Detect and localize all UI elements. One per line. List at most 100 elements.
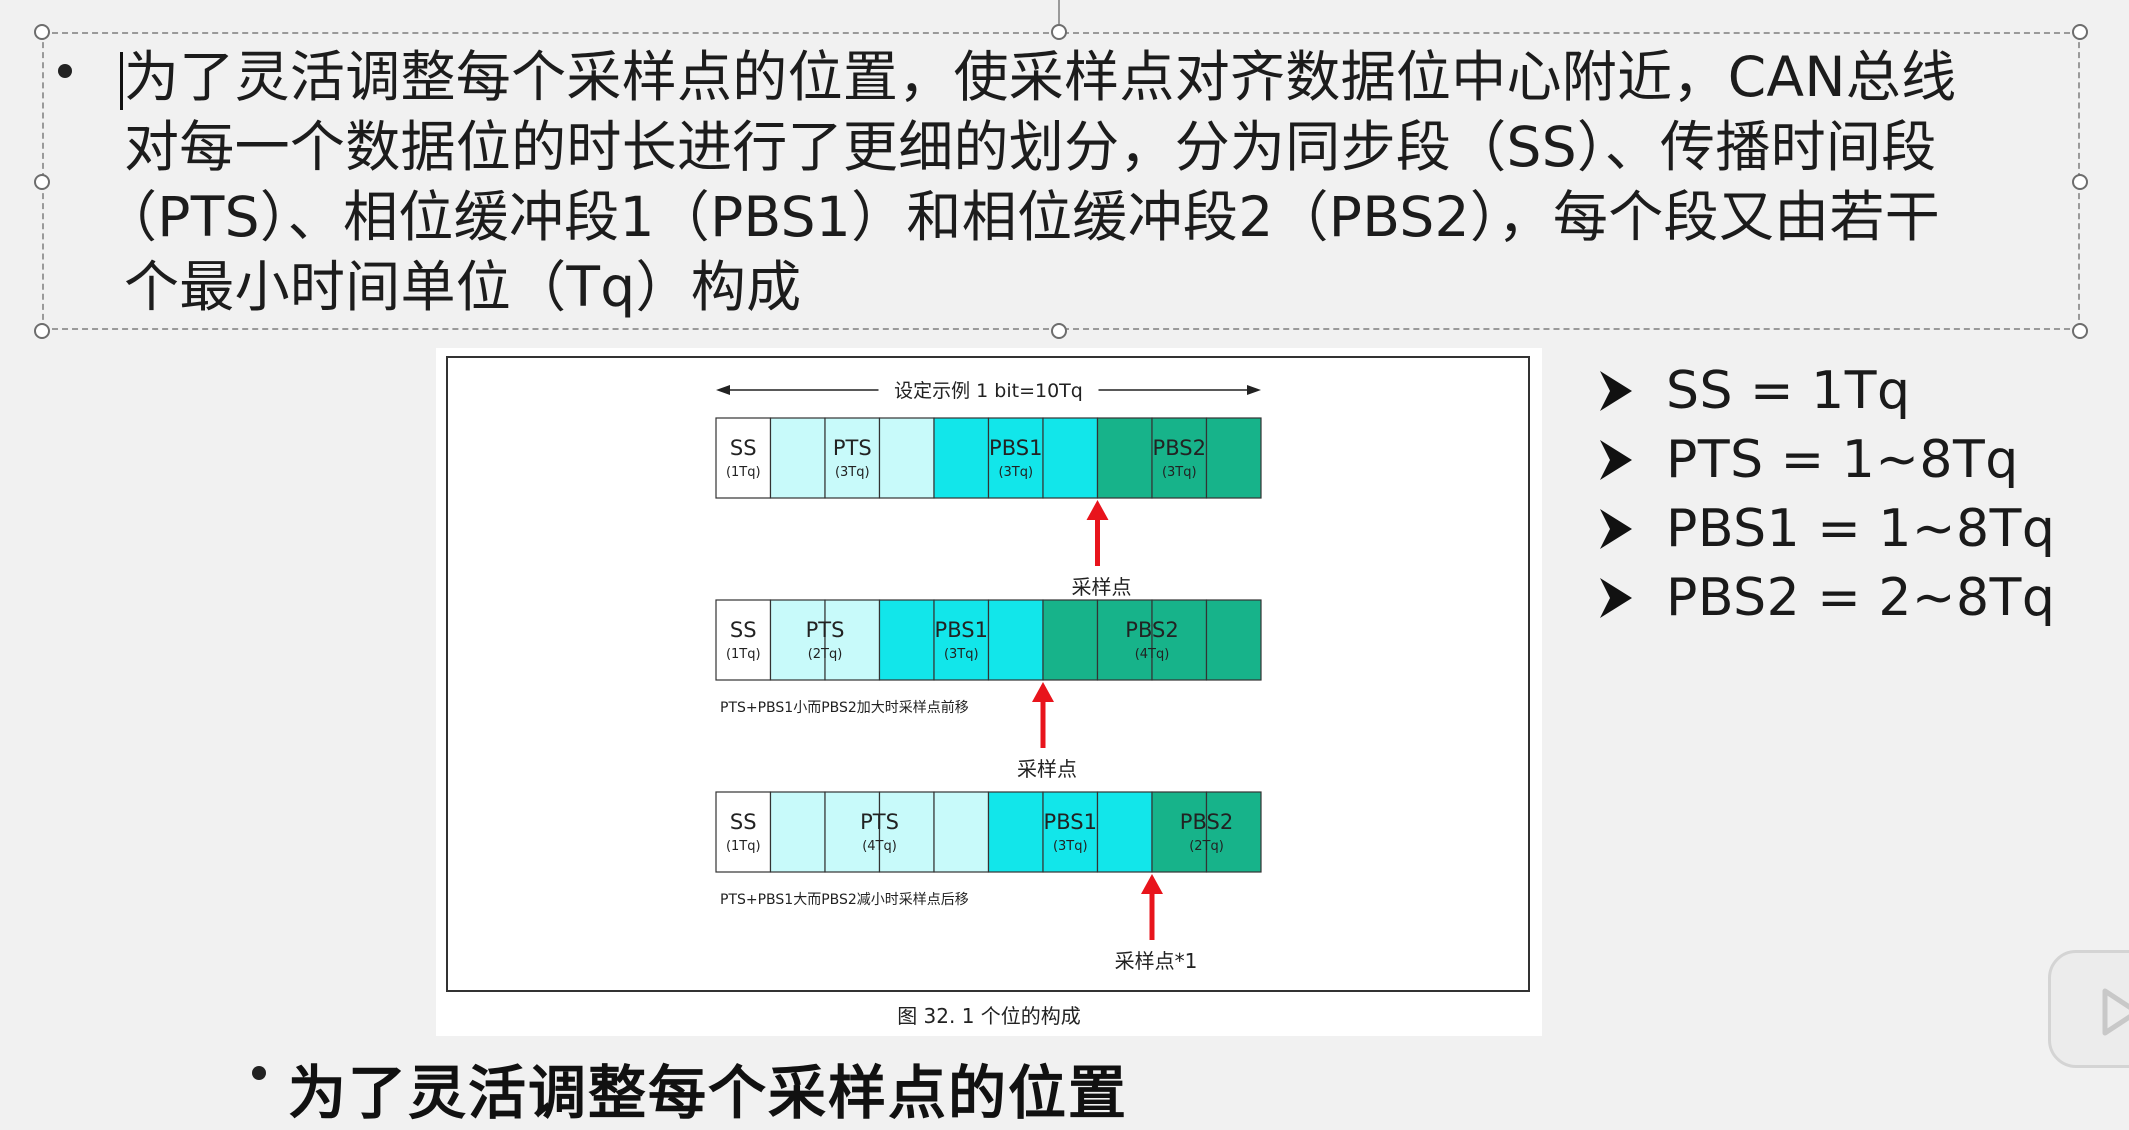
rotation-connector [1058, 0, 1060, 24]
tq-cell [1042, 791, 1099, 873]
resize-handle-middle-left[interactable] [34, 174, 50, 190]
resize-handle-middle-right[interactable] [2072, 174, 2088, 190]
segment-label: PBS1 [935, 618, 988, 642]
tq-cell [1151, 791, 1208, 873]
param-item: SS = 1Tq [1598, 356, 2055, 425]
sample-point-label: 采样点 [1072, 575, 1132, 599]
sample-arrow-icon [1032, 682, 1054, 702]
header-label-bg [878, 376, 1099, 404]
sample-arrow-shaft [1040, 696, 1046, 748]
segment-duration: (3Tq) [1053, 839, 1088, 854]
segment-duration: (4Tq) [862, 839, 897, 854]
sample-point-label: 采样点*1 [1115, 949, 1198, 973]
resize-handle-bottom-left[interactable] [34, 323, 50, 339]
param-text: SS = 1Tq [1666, 360, 1911, 421]
resize-handle-bottom-right[interactable] [2072, 323, 2088, 339]
tq-cell [878, 791, 935, 873]
segment-label: SS [730, 618, 757, 642]
sample-arrow-shaft [1095, 514, 1100, 566]
video-play-button[interactable] [2048, 950, 2129, 1068]
segment-label: PTS [806, 618, 845, 642]
tq-cell [1151, 599, 1208, 681]
segment-duration: (3Tq) [998, 465, 1033, 480]
tq-cell [1042, 599, 1099, 681]
row-note: PTS+PBS1大而PBS2减小时采样点后移 [720, 892, 969, 908]
tq-cell [715, 791, 772, 873]
tq-cell [1205, 599, 1262, 681]
param-text: PBS2 = 2~8Tq [1666, 567, 2056, 628]
param-item: PBS1 = 1~8Tq [1598, 494, 2055, 563]
arrow-bullet-icon [1600, 577, 1632, 618]
resize-handle-bottom-center[interactable] [1051, 323, 1067, 339]
tq-cell [987, 791, 1044, 873]
play-icon [2102, 988, 2129, 1036]
arrowhead-left-icon [716, 385, 730, 395]
segment-label: PTS [860, 810, 899, 834]
tq-cell [715, 599, 772, 681]
row-note: PTS+PBS1小而PBS2加大时采样点前移 [720, 699, 969, 716]
paragraph-line: （PTS）、相位缓冲段1（PBS1）和相位缓冲段2（PBS2），每个段又由若干 [102, 185, 1941, 249]
text-caret [120, 52, 123, 110]
resize-handle-top-center[interactable] [1051, 24, 1067, 40]
tq-cell [933, 599, 990, 681]
sample-arrow-shaft [1149, 888, 1155, 940]
segment-duration: (3Tq) [944, 647, 979, 662]
segment-duration: (3Tq) [1162, 465, 1197, 480]
next-slide-text-partial: 为了灵活调整每个采样点的位置 [288, 1059, 1129, 1127]
figure-header-label: 设定示例 1 bit=10Tq [894, 380, 1083, 402]
arrowhead-right-icon [1247, 385, 1261, 395]
arrow-bullet-icon [1600, 370, 1632, 411]
segment-label: PBS2 [1153, 436, 1206, 460]
segment-duration: (2Tq) [808, 647, 843, 662]
tq-cell [1096, 791, 1153, 873]
tq-cell [1042, 417, 1099, 499]
paragraph-line: 对每一个数据位的时长进行了更细的划分，分为同步段（SS）、传播时间段 [124, 115, 1937, 179]
tq-cell [1096, 417, 1153, 499]
figure-frame [446, 356, 1530, 992]
tq-cell [987, 599, 1044, 681]
tq-cell [933, 417, 990, 499]
arrow-bullet-icon [1600, 439, 1632, 480]
segment-duration: (1Tq) [726, 839, 761, 854]
paragraph-line: 个最小时间单位（Tq）构成 [124, 255, 802, 319]
segment-label: SS [730, 810, 757, 834]
segment-duration: (1Tq) [726, 465, 761, 480]
tq-cell [878, 599, 935, 681]
segment-label: PBS2 [1180, 810, 1233, 834]
paragraph-line: 为了灵活调整每个采样点的位置，使采样点对齐数据位中心附近，CAN总线 [124, 45, 1957, 109]
param-item: PBS2 = 2~8Tq [1598, 563, 2055, 632]
segment-label: PBS2 [1125, 618, 1178, 642]
segment-duration: (2Tq) [1189, 839, 1224, 854]
segment-duration: (4Tq) [1135, 647, 1170, 662]
bullet-icon [252, 1066, 266, 1080]
segment-label: PBS1 [989, 436, 1042, 460]
sample-arrow-icon [1086, 500, 1109, 520]
param-item: PTS = 1~8Tq [1598, 425, 2055, 494]
segment-duration: (3Tq) [835, 465, 870, 480]
tq-cell [933, 791, 990, 873]
resize-handle-top-right[interactable] [2072, 24, 2088, 40]
tq-cell [824, 417, 881, 499]
segment-duration: (1Tq) [726, 647, 761, 662]
tq-cell [769, 417, 826, 499]
arrow-bullet-icon [1600, 508, 1632, 549]
tq-cell [1205, 417, 1262, 499]
figure-caption: 图 32. 1 个位的构成 [897, 1004, 1081, 1028]
tq-cell [1205, 791, 1262, 873]
paragraph-text[interactable]: 为了灵活调整每个采样点的位置，使采样点对齐数据位中心附近，CAN总线 对每一个数… [102, 42, 2024, 322]
tq-cell [987, 417, 1044, 499]
tq-cell [824, 791, 881, 873]
sample-point-label: 采样点 [1017, 757, 1077, 781]
segment-label: SS [730, 436, 757, 460]
sample-arrow-icon [1141, 874, 1163, 894]
tq-cell [824, 599, 881, 681]
tq-cell [769, 599, 826, 681]
segment-label: PBS1 [1044, 810, 1097, 834]
resize-handle-top-left[interactable] [34, 24, 50, 40]
param-list: SS = 1Tq PTS = 1~8Tq PBS1 = 1~8Tq PBS2 =… [1598, 356, 2055, 632]
param-text: PBS1 = 1~8Tq [1666, 498, 2056, 559]
param-text: PTS = 1~8Tq [1666, 429, 2019, 490]
bullet-icon [58, 64, 72, 78]
